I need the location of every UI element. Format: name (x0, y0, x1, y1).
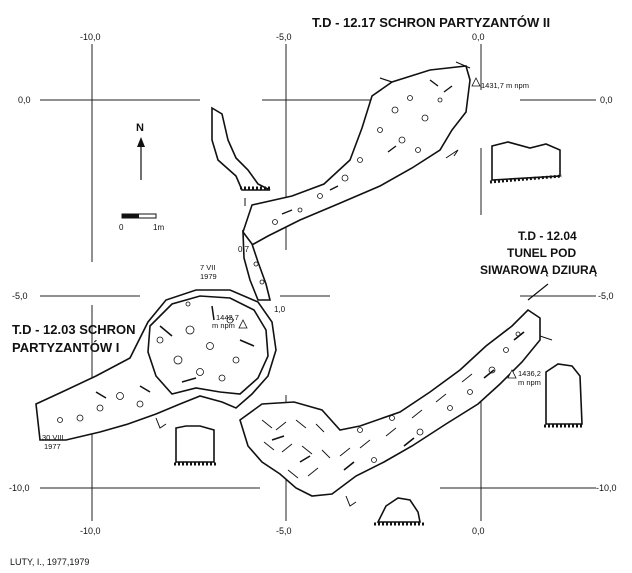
grid-label: -5,0 (276, 526, 292, 536)
grid-label: -5,0 (12, 291, 28, 301)
elevation-west-line1: 1442,7 (216, 313, 239, 322)
title-west-cave-line1: T.D - 12.03 SCHRON (12, 322, 136, 337)
scale-bar-end: 1m (153, 223, 164, 232)
cave-plan-schron-partyzantow-i: 1442,7 m npm 30 VIII 1977 (35, 289, 277, 451)
scale-bar-start: 0 (119, 223, 124, 232)
grid-label: 0,0 (472, 526, 485, 536)
elevation-east-line1: 1436,2 (518, 369, 541, 378)
connecting-passage: 0,7 1,0 7 VII 1979 (200, 229, 286, 314)
scale-bar: 0 1m (119, 213, 164, 232)
north-arrow: N (136, 122, 145, 180)
elevation-north: 1431,7 m npm (481, 81, 529, 90)
cross-sections (174, 106, 584, 526)
grid-label: -5,0 (276, 32, 292, 42)
elevation-east-line2: m npm (518, 378, 541, 387)
grid-label: 0,0 (600, 95, 613, 105)
height-label-1-0: 1,0 (274, 305, 286, 314)
grid-label: -10,0 (9, 483, 30, 493)
grid-label: 0,0 (18, 95, 31, 105)
date-lower-line2: 1977 (44, 442, 61, 451)
date-upper-line2: 1979 (200, 272, 217, 281)
date-lower-line1: 30 VIII (42, 433, 64, 442)
height-label-0-7: 0,7 (238, 245, 250, 254)
elevation-west-line2: m npm (212, 321, 235, 330)
title-north-cave: T.D - 12.17 SCHRON PARTYZANTÓW II (312, 15, 550, 30)
title-east-cave-line1: T.D - 12.04 (518, 229, 577, 243)
date-upper-line1: 7 VII (200, 263, 215, 272)
cave-plan-tunel-pod-siwarowa-dziura: 1436,2 m npm (239, 283, 553, 507)
grid-label: -10,0 (596, 483, 617, 493)
author-credit: LUTY, I., 1977,1979 (10, 557, 89, 567)
grid-label: 0,0 (472, 32, 485, 42)
title-west-cave-line2: PARTYZANTÓW I (12, 340, 119, 355)
grid-label: -5,0 (598, 291, 614, 301)
north-arrow-label: N (136, 122, 144, 134)
title-east-cave-line2: TUNEL POD (507, 246, 576, 260)
cave-plan-schron-partyzantow-ii: 1431,7 m npm (242, 61, 529, 248)
title-east-cave-line3: SIWAROWĄ DZIURĄ (480, 263, 598, 277)
grid-label: -10,0 (80, 32, 101, 42)
coordinate-grid (40, 44, 596, 521)
grid-label: -10,0 (80, 526, 101, 536)
